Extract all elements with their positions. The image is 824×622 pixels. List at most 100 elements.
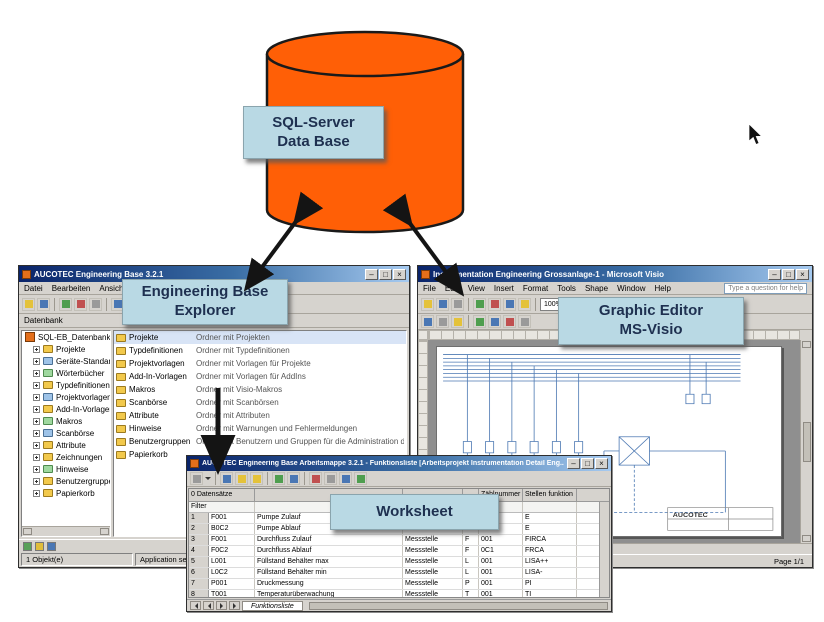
cell-letter[interactable]: L xyxy=(463,568,479,578)
menu-item[interactable]: Edit xyxy=(444,283,459,293)
cell-name[interactable]: F001 xyxy=(209,513,255,523)
expand-icon[interactable] xyxy=(33,345,40,353)
worksheet-titlebar[interactable]: AUCOTEC Engineering Base Arbeitsmappe 3.… xyxy=(187,456,611,471)
close-button[interactable]: × xyxy=(796,268,809,280)
toolbar-icon[interactable] xyxy=(354,472,367,485)
cell-stellenfunktion[interactable]: PI xyxy=(523,579,577,589)
cell-zaehlnummer[interactable]: 001 xyxy=(479,535,523,545)
last-record-button[interactable] xyxy=(229,601,240,610)
help-search-input[interactable]: Type a question for help xyxy=(724,282,807,294)
cell-zaehlnummer[interactable]: 001 xyxy=(479,557,523,567)
cell-zaehlnummer[interactable]: 0C1 xyxy=(479,546,523,556)
tree-hscrollbar[interactable] xyxy=(22,526,110,536)
toolbar-icon[interactable] xyxy=(503,315,516,328)
toolbar-icon[interactable] xyxy=(421,297,434,311)
expand-icon[interactable] xyxy=(33,393,40,401)
toolbar-icon[interactable] xyxy=(488,315,501,328)
cell-description[interactable]: Temperaturüberwachung xyxy=(255,590,403,597)
cell-name[interactable]: P001 xyxy=(209,579,255,589)
cell-zaehlnummer[interactable]: 001 xyxy=(479,579,523,589)
cell-stellenfunktion[interactable]: LISA++ xyxy=(523,557,577,567)
expand-icon[interactable] xyxy=(33,357,40,365)
minimize-button[interactable]: – xyxy=(768,268,781,280)
tree-item[interactable]: Projekte xyxy=(22,343,110,355)
toolbar-icon[interactable] xyxy=(503,297,516,311)
expand-icon[interactable] xyxy=(33,369,40,377)
cell-type[interactable]: Messstelle xyxy=(403,568,463,578)
expand-icon[interactable] xyxy=(33,489,40,497)
expand-icon[interactable] xyxy=(33,417,40,425)
worksheet-hscrollbar[interactable] xyxy=(308,601,608,610)
list-item[interactable]: Typdefinitionen Ordner mit Typdefinition… xyxy=(114,344,406,357)
toolbar-icon[interactable] xyxy=(190,472,203,485)
cell-zaehlnummer[interactable]: 001 xyxy=(479,590,523,597)
toolbar-icon[interactable] xyxy=(451,315,464,328)
scroll-left-button[interactable] xyxy=(23,528,32,535)
cell-name[interactable]: L0C2 xyxy=(209,568,255,578)
filter-cell[interactable] xyxy=(479,502,523,512)
cell-name[interactable]: L001 xyxy=(209,557,255,567)
cell-name[interactable]: B0C2 xyxy=(209,524,255,534)
toolbar-icon[interactable] xyxy=(250,472,263,485)
cell-type[interactable]: Messstelle xyxy=(403,557,463,567)
cell-zaehlnummer[interactable]: 001 xyxy=(479,568,523,578)
list-item[interactable]: Hinweise Ordner mit Warnungen und Fehler… xyxy=(114,422,406,435)
toolbar-icon[interactable] xyxy=(518,297,531,311)
scrollbar-thumb[interactable] xyxy=(802,421,811,462)
grid-row[interactable]: 6 L0C2 Füllstand Behälter min Messstelle… xyxy=(189,568,609,579)
cell-name[interactable]: T001 xyxy=(209,590,255,597)
list-item[interactable]: Add-In-Vorlagen Ordner mit Vorlagen für … xyxy=(114,370,406,383)
cell-description[interactable]: Füllstand Behälter min xyxy=(255,568,403,578)
cell-type[interactable]: Messstelle xyxy=(403,535,463,545)
cell-letter[interactable]: F xyxy=(463,535,479,545)
toolbar-icon[interactable] xyxy=(74,297,87,311)
cell-stellenfunktion[interactable]: E xyxy=(523,524,577,534)
toolbar-icon[interactable] xyxy=(272,472,285,485)
expand-icon[interactable] xyxy=(33,429,40,437)
menu-item[interactable]: Datei xyxy=(24,283,43,293)
list-item[interactable]: Papierkorb xyxy=(114,448,406,461)
expand-icon[interactable] xyxy=(33,405,40,413)
list-item[interactable]: Projekte Ordner mit Projekten xyxy=(114,331,406,344)
tree-item[interactable]: Geräte-Standards xyxy=(22,355,110,367)
cell-description[interactable]: Druckmessung xyxy=(255,579,403,589)
cell-name[interactable]: F0C2 xyxy=(209,546,255,556)
toolbar-icon[interactable] xyxy=(309,472,322,485)
toolbar-icon[interactable] xyxy=(235,472,248,485)
maximize-button[interactable]: □ xyxy=(581,458,594,469)
expand-icon[interactable] xyxy=(33,441,40,449)
toolbar-icon[interactable] xyxy=(518,315,531,328)
tree-item[interactable]: Benutzergruppen xyxy=(22,475,110,487)
maximize-button[interactable]: □ xyxy=(379,268,392,280)
toolbar-icon[interactable] xyxy=(488,297,501,311)
menu-item[interactable]: File xyxy=(423,283,436,293)
tree-item[interactable]: Attribute xyxy=(22,439,110,451)
cell-name[interactable]: F001 xyxy=(209,535,255,545)
cell-description[interactable]: Durchfluss Ablauf xyxy=(255,546,403,556)
filter-cell[interactable] xyxy=(523,502,577,512)
toolbar-icon[interactable] xyxy=(111,297,124,311)
expand-icon[interactable] xyxy=(33,381,40,389)
toolbar-icon[interactable] xyxy=(473,315,486,328)
toolbar-icon[interactable] xyxy=(451,297,464,311)
cell-description[interactable]: Füllstand Behälter max xyxy=(255,557,403,567)
tree-item[interactable]: Makros xyxy=(22,415,110,427)
column-header-zaehlnummer[interactable]: Zählnummer xyxy=(479,489,523,501)
menu-item[interactable]: Shape xyxy=(584,283,609,293)
toolbar-icon[interactable] xyxy=(436,297,449,311)
cell-letter[interactable]: F xyxy=(463,546,479,556)
close-button[interactable]: × xyxy=(393,268,406,280)
toolbar-icon[interactable] xyxy=(287,472,300,485)
expand-icon[interactable] xyxy=(33,477,40,485)
cell-type[interactable]: Messstelle xyxy=(403,590,463,597)
list-item[interactable]: Benutzergruppen Ordner mit Benutzern und… xyxy=(114,435,406,448)
toolbar-icon[interactable] xyxy=(436,315,449,328)
grid-row[interactable]: 8 T001 Temperaturüberwachung Messstelle … xyxy=(189,590,609,597)
tree-item[interactable]: Papierkorb xyxy=(22,487,110,499)
list-item[interactable]: Scanbörse Ordner mit Scanbörsen xyxy=(114,396,406,409)
toolbar-icon[interactable] xyxy=(339,472,352,485)
column-header-records[interactable]: 0 Datensätze xyxy=(189,489,255,501)
cell-letter[interactable]: T xyxy=(463,590,479,597)
menu-item[interactable]: Window xyxy=(617,283,646,293)
grid-row[interactable]: 3 F001 Durchfluss Zulauf Messstelle F 00… xyxy=(189,535,609,546)
